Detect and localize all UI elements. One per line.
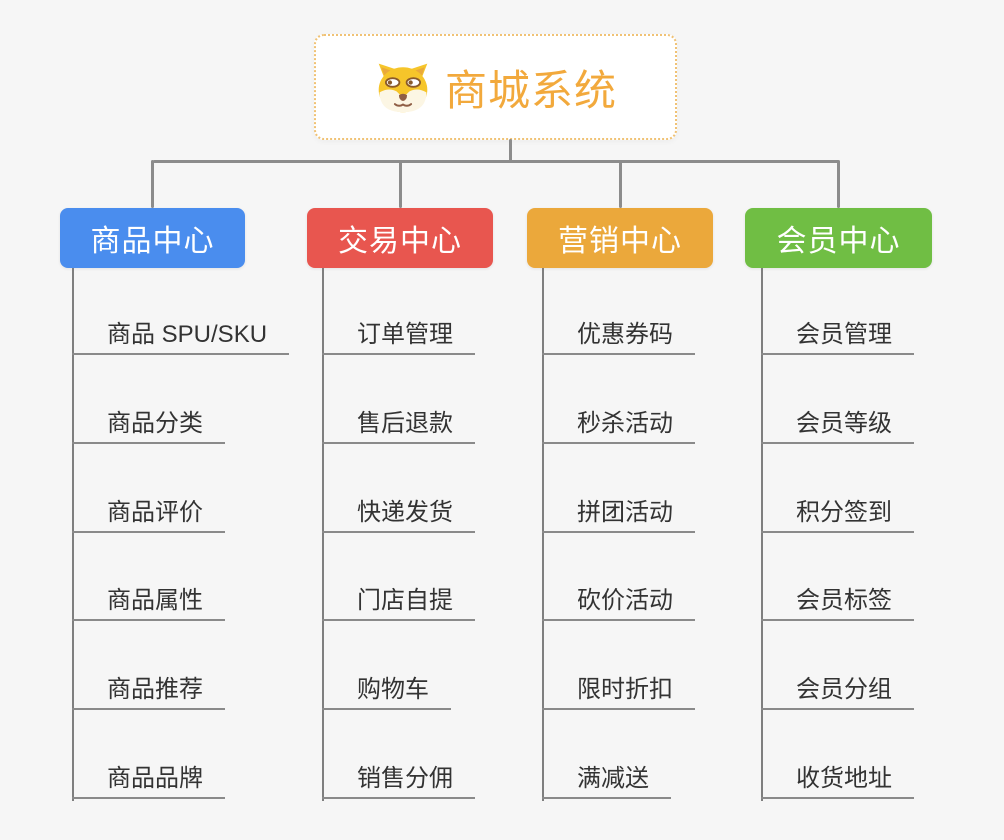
leaf-node-marketing-center-1[interactable]: 秒杀活动 bbox=[542, 402, 695, 444]
leaf-node-marketing-center-2[interactable]: 拼团活动 bbox=[542, 491, 695, 533]
leaf-node-member-center-3[interactable]: 会员标签 bbox=[761, 579, 914, 622]
branch-label: 营销中心 bbox=[558, 225, 682, 258]
branch-column-line bbox=[322, 268, 324, 801]
branch-box-marketing-center[interactable]: 营销中心 bbox=[527, 208, 713, 268]
doge-face-icon bbox=[374, 60, 432, 114]
connector-line bbox=[508, 139, 512, 163]
branch-label: 交易中心 bbox=[338, 225, 462, 258]
branch-label: 会员中心 bbox=[776, 225, 901, 258]
leaf-node-trade-center-1[interactable]: 售后退款 bbox=[322, 402, 475, 444]
leaf-node-member-center-4[interactable]: 会员分组 bbox=[761, 668, 914, 711]
leaf-node-trade-center-0[interactable]: 订单管理 bbox=[322, 313, 475, 355]
leaf-node-product-center-1[interactable]: 商品分类 bbox=[72, 402, 225, 444]
leaf-node-marketing-center-3[interactable]: 砍价活动 bbox=[542, 579, 695, 622]
leaf-node-product-center-3[interactable]: 商品属性 bbox=[72, 579, 225, 622]
connector-line bbox=[398, 160, 402, 208]
leaf-node-marketing-center-0[interactable]: 优惠券码 bbox=[542, 313, 695, 355]
root-title: 商城系统 bbox=[444, 66, 617, 114]
connector-line bbox=[618, 160, 622, 208]
connector-line bbox=[837, 160, 840, 208]
branch-label: 商品中心 bbox=[90, 225, 215, 258]
branch-column-line bbox=[761, 268, 763, 801]
leaf-node-product-center-4[interactable]: 商品推荐 bbox=[72, 668, 225, 711]
branch-box-product-center[interactable]: 商品中心 bbox=[60, 208, 245, 268]
leaf-node-trade-center-2[interactable]: 快递发货 bbox=[322, 491, 475, 533]
leaf-node-member-center-1[interactable]: 会员等级 bbox=[761, 402, 914, 444]
leaf-node-member-center-5[interactable]: 收货地址 bbox=[761, 757, 914, 799]
root-node[interactable]: 商城系统 bbox=[314, 34, 677, 140]
leaf-node-trade-center-4[interactable]: 购物车 bbox=[322, 668, 451, 711]
leaf-node-marketing-center-4[interactable]: 限时折扣 bbox=[542, 668, 695, 711]
leaf-node-member-center-0[interactable]: 会员管理 bbox=[761, 313, 914, 355]
leaf-node-marketing-center-5[interactable]: 满减送 bbox=[542, 757, 671, 799]
leaf-node-product-center-0[interactable]: 商品 SPU/SKU bbox=[72, 313, 290, 355]
leaf-node-product-center-2[interactable]: 商品评价 bbox=[72, 491, 225, 533]
branch-column-line bbox=[72, 268, 74, 801]
connector-line bbox=[151, 160, 154, 208]
branch-column-line bbox=[542, 268, 544, 801]
leaf-node-member-center-2[interactable]: 积分签到 bbox=[761, 491, 914, 533]
connector-line bbox=[152, 160, 839, 163]
leaf-node-product-center-5[interactable]: 商品品牌 bbox=[72, 757, 225, 799]
branch-box-trade-center[interactable]: 交易中心 bbox=[307, 208, 493, 268]
leaf-node-trade-center-3[interactable]: 门店自提 bbox=[322, 579, 475, 622]
branch-box-member-center[interactable]: 会员中心 bbox=[745, 208, 932, 268]
leaf-node-trade-center-5[interactable]: 销售分佣 bbox=[322, 757, 475, 799]
